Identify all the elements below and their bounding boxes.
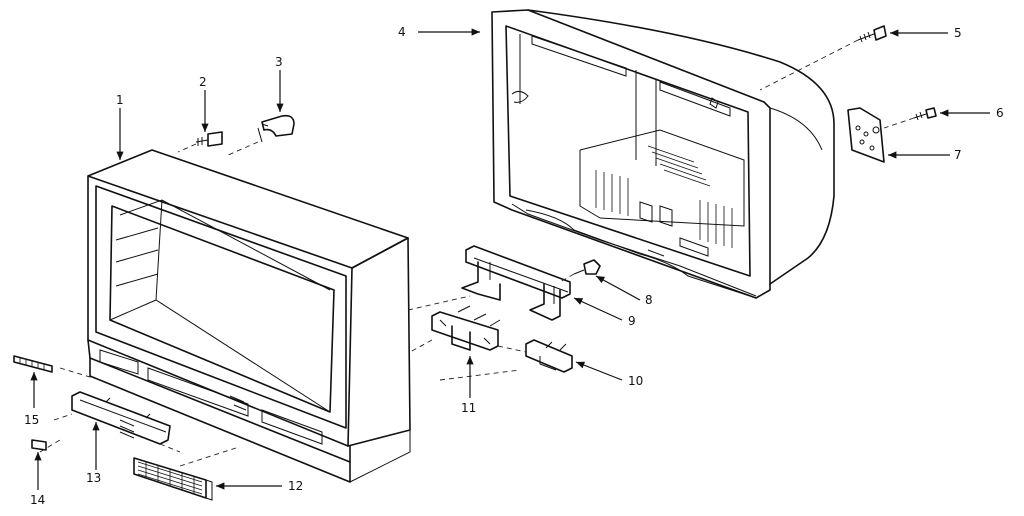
bracket-9 [461, 245, 571, 321]
callout-2: 2 [199, 75, 207, 89]
terminal-plate [847, 107, 885, 163]
label-strip-15 [13, 355, 53, 373]
callout-9: 9 [628, 314, 636, 328]
callout-12: 12 [288, 479, 303, 493]
speaker-grille-12 [133, 457, 213, 501]
callout-labels: 1 2 3 4 5 6 7 8 9 10 11 12 13 14 15 [24, 25, 1004, 507]
leader-lines [30, 28, 990, 490]
screw-8 [573, 259, 601, 275]
callout-4: 4 [398, 25, 406, 39]
callout-14: 14 [30, 493, 45, 507]
callout-6: 6 [996, 106, 1004, 120]
callout-15: 15 [24, 413, 39, 427]
front-cabinet [87, 149, 411, 483]
switch-10 [525, 339, 573, 373]
badge-14 [31, 439, 47, 451]
panel-door-13 [71, 391, 171, 445]
callout-5: 5 [954, 26, 962, 40]
callout-1: 1 [116, 93, 124, 107]
switch-assembly-11 [431, 305, 501, 351]
callout-7: 7 [954, 148, 962, 162]
screw-5 [857, 25, 887, 43]
bracket-3 [257, 114, 295, 143]
rear-cabinet [491, 9, 835, 299]
callout-11: 11 [461, 401, 476, 415]
callout-10: 10 [628, 374, 643, 388]
screw-6 [913, 107, 937, 121]
screw-2 [195, 131, 223, 147]
callout-3: 3 [275, 55, 283, 69]
assembly-lines [39, 39, 915, 467]
callout-13: 13 [86, 471, 101, 485]
callout-8: 8 [645, 293, 653, 307]
